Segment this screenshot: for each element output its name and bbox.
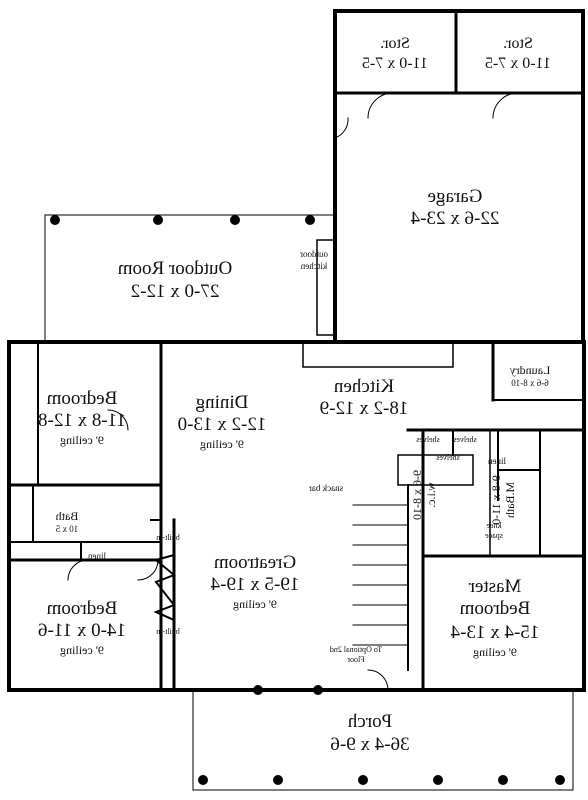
greatroom-name: Greatroom bbox=[214, 552, 297, 573]
master-name-2: Bedroom bbox=[459, 598, 530, 619]
knee-space-line1: knee bbox=[486, 521, 502, 530]
wic-name: w.i.c. bbox=[424, 482, 438, 508]
linen-right: linen bbox=[488, 456, 506, 466]
greatroom-ceiling: 9' ceiling bbox=[233, 597, 277, 611]
dining-ceiling: 9' ceiling bbox=[200, 437, 244, 451]
stor-right-name: Stor. bbox=[503, 35, 533, 52]
master-ceiling: 9' ceiling bbox=[473, 645, 517, 659]
shelves-1: shelves bbox=[416, 435, 440, 444]
outdoor-kitchen-line1: outdoor bbox=[300, 249, 328, 259]
shelves-2: shelves bbox=[453, 435, 477, 444]
bath-size: 10 x 5 bbox=[55, 524, 78, 534]
laundry-size: 6-6 x 8-10 bbox=[511, 378, 549, 388]
plan-drawing bbox=[7, 9, 586, 791]
master-size: 15-4 x 13-4 bbox=[450, 622, 539, 643]
bedroom-bottom-ceiling: 9' ceiling bbox=[60, 643, 104, 657]
dining-size: 12-2 x 13-0 bbox=[178, 414, 267, 435]
knee-space-line2: space bbox=[485, 531, 503, 540]
labels: Stor. 11-0 x 7-5 Stor. 11-0 x 7-5 Garage… bbox=[38, 35, 551, 755]
built-in-top: built-in bbox=[156, 533, 180, 542]
stairs-note-line2: Floor bbox=[347, 655, 365, 664]
kitchen-name: Kitchen bbox=[333, 376, 394, 397]
stor-left-name: Stor. bbox=[380, 35, 410, 52]
column-markers bbox=[50, 215, 565, 785]
bath-name: Bath bbox=[56, 509, 79, 523]
outdoor-room-name: Outdoor Room bbox=[118, 258, 233, 279]
shelves-3: shelves bbox=[436, 453, 460, 462]
porch-outline bbox=[192, 689, 574, 791]
wic-size: 9-6 x 8-10 bbox=[410, 470, 424, 520]
garage-size: 22-6 x 23-4 bbox=[410, 208, 499, 229]
garage-name: Garage bbox=[428, 186, 483, 207]
bedroom-bottom-size: 14-0 x 11-6 bbox=[38, 620, 126, 641]
master-name-1: Master bbox=[468, 576, 521, 597]
stairs-note-line1: To Optional 2nd bbox=[330, 645, 382, 654]
laundry-name: Laundry bbox=[510, 363, 551, 377]
snack-bar: snack bar bbox=[309, 483, 343, 493]
bedroom-bottom-name: Bedroom bbox=[46, 598, 117, 619]
dining-name: Dining bbox=[195, 392, 248, 413]
mbath-size: 9-8 x 11-0 bbox=[489, 475, 503, 525]
mbath-name: M.Bath bbox=[503, 482, 517, 518]
linen-left: linen bbox=[88, 551, 106, 561]
built-in-bottom: built-in bbox=[156, 627, 180, 636]
porch-name: Porch bbox=[347, 711, 392, 732]
outdoor-kitchen-line2: kitchen bbox=[300, 261, 327, 271]
greatroom-size: 19-5 x 19-4 bbox=[210, 574, 299, 595]
stor-left-size: 11-0 x 7-5 bbox=[362, 55, 428, 72]
outdoor-room-size: 27-0 x 12-2 bbox=[131, 281, 220, 302]
bedroom-top-size: 11-8 x 12-8 bbox=[38, 410, 126, 431]
kitchen-size: 18-2 x 12-9 bbox=[320, 398, 409, 419]
porch-size: 36-4 x 9-6 bbox=[330, 734, 409, 755]
bedroom-top-name: Bedroom bbox=[46, 388, 117, 409]
bedroom-top-ceiling: 9' ceiling bbox=[60, 433, 104, 447]
stor-right-size: 11-0 x 7-5 bbox=[485, 55, 551, 72]
